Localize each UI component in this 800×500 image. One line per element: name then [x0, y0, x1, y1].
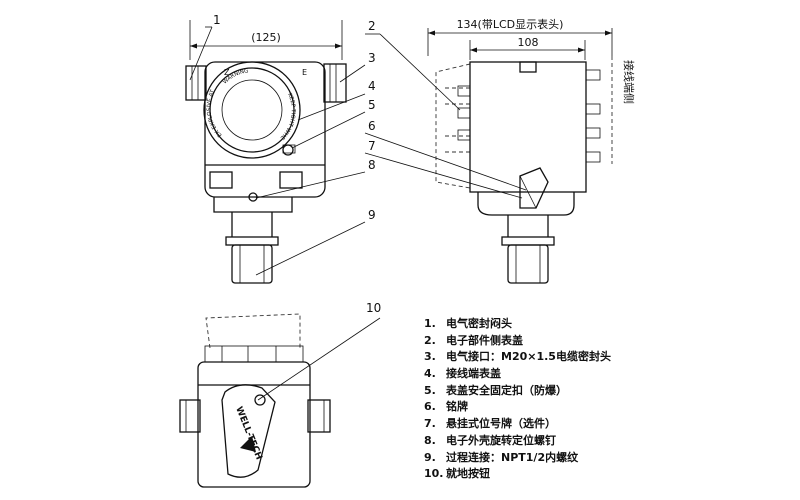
callout-10: 10	[366, 301, 381, 315]
legend-num: 10.	[424, 467, 444, 481]
dim-front-width: (125)	[251, 31, 281, 44]
legend-text: 铭牌	[446, 400, 468, 414]
legend-num: 2.	[424, 333, 436, 347]
port-label-z: Z	[224, 68, 230, 77]
callout-leaders	[189, 26, 527, 401]
callout-3: 3	[368, 51, 376, 65]
port-label-e: E	[302, 68, 307, 77]
legend-text: 电气密封闷头	[446, 317, 512, 330]
legend-item: 10.就地按钮	[424, 466, 611, 483]
callout-4: 4	[368, 79, 376, 93]
legend-item: 3. 电气接口：M20×1.5电缆密封头	[424, 349, 611, 366]
parts-legend: 1. 电气密封闷头 2. 电子部件侧表盖 3. 电气接口：M20×1.5电缆密封头 4…	[424, 316, 611, 483]
callout-9: 9	[368, 208, 376, 222]
callout-5: 5	[368, 98, 376, 112]
callout-1: 1	[213, 13, 221, 27]
svg-text:KEEP TIGHT WHEN CIRCUIT ALIVE: KEEP TIGHT WHEN CIRCUIT ALIVE	[0, 0, 296, 141]
legend-text: 过程连接：NPT1/2内螺纹	[446, 450, 579, 464]
front-view: (125) Z E EX EXPLOSIVE ATMOSPHERES WARNI…	[0, 0, 347, 284]
legend-num: 3.	[424, 350, 436, 364]
legend-text: 就地按钮	[446, 467, 490, 481]
callout-8: 8	[368, 158, 376, 172]
legend-item: 2. 电子部件侧表盖	[424, 333, 611, 350]
ring-text-right: KEEP TIGHT WHEN CIRCUIT ALIVE	[0, 0, 296, 141]
legend-text: 电气接口：M20×1.5电缆密封头	[446, 350, 611, 364]
legend-text: 表盖安全固定扣（防爆）	[446, 383, 567, 397]
legend-text: 电子部件侧表盖	[446, 333, 523, 347]
legend-item: 8. 电子外壳旋转定位螺钉	[424, 433, 611, 450]
brand-label: WELL-TECH	[233, 405, 263, 461]
legend-item: 4. 接线端表盖	[424, 366, 611, 383]
legend-text: 悬挂式位号牌（选件）	[446, 417, 556, 431]
dim-side-width: 108	[518, 36, 539, 49]
wiring-side-label: 接线端侧	[622, 60, 636, 104]
dim-side-lcd: 134(带LCD显示表头)	[457, 17, 564, 31]
legend-text: 电子外壳旋转定位螺钉	[446, 433, 556, 447]
legend-num: 8.	[424, 433, 436, 447]
side-view: 134(带LCD显示表头) 108 接线端侧	[427, 17, 636, 284]
legend-item: 6. 铭牌	[424, 399, 611, 416]
legend-num: 6.	[424, 400, 436, 414]
legend-num: 7.	[424, 417, 436, 431]
bottom-view: WELL-TECH	[179, 313, 331, 488]
legend-item: 5. 表盖安全固定扣（防爆）	[424, 383, 611, 400]
legend-num: 5.	[424, 383, 436, 397]
legend-num: 9.	[424, 450, 436, 464]
legend-item: 9. 过程连接：NPT1/2内螺纹	[424, 450, 611, 467]
callout-7: 7	[368, 139, 376, 153]
legend-num: 1.	[424, 317, 436, 330]
callout-6: 6	[368, 119, 376, 133]
legend-text: 接线端表盖	[446, 367, 501, 381]
legend-item: 7. 悬挂式位号牌（选件）	[424, 416, 611, 433]
legend-num: 4.	[424, 367, 436, 381]
legend-item: 1. 电气密封闷头	[424, 316, 611, 333]
callout-2: 2	[368, 19, 376, 33]
